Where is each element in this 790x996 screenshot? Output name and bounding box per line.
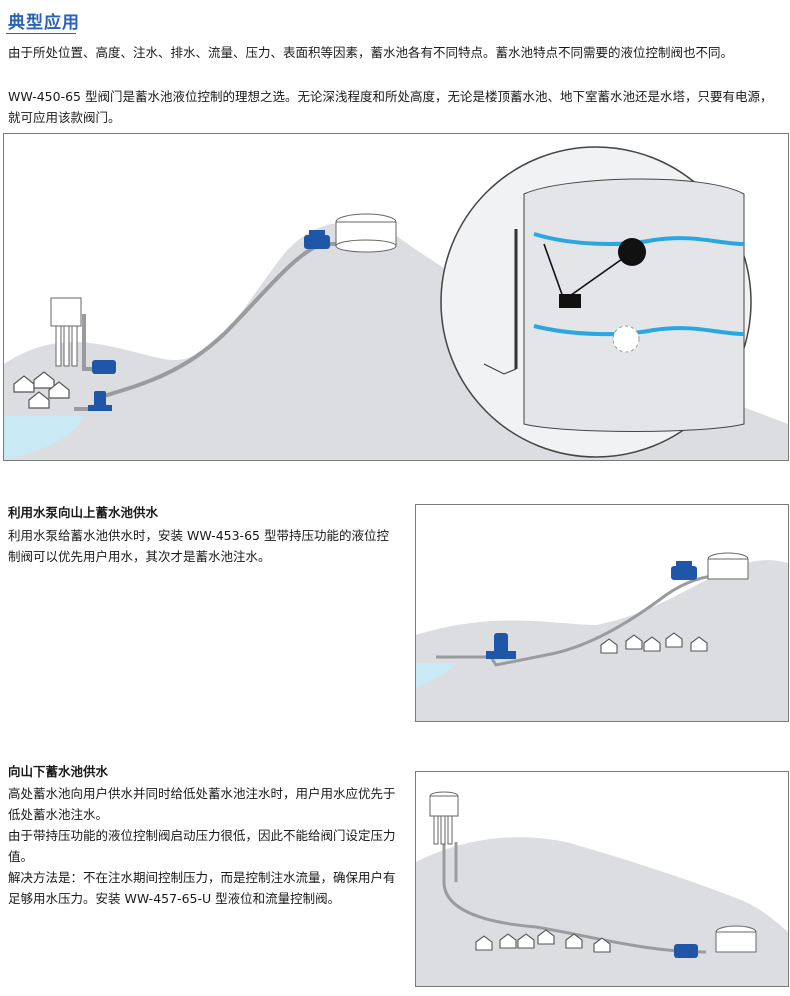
section-text-pump: 利用水泵给蓄水池供水时，安装 WW-453-65 型带持压功能的液位控制阀可以优… [8, 528, 389, 564]
page-title: 典型应用 [8, 13, 80, 33]
houses-group [475, 929, 611, 953]
overview-illustration [3, 133, 789, 461]
intro-paragraph: 由于所处位置、高度、注水、排水、流量、压力、表面积等因素，蓄水池各有不同特点。蓄… [8, 45, 734, 60]
intro-paragraph-2: WW-450-65 型阀门是蓄水池液位控制的理想之选。无论深浅程度和所处高度，无… [8, 89, 773, 125]
valve-icon [674, 944, 698, 958]
section-text-downhill-1: 高处蓄水池向用户供水并同时给低处蓄水池注水时，用户用水应优先于低处蓄水池注水。 [8, 786, 396, 822]
section-heading-downhill: 向山下蓄水池供水 [8, 764, 109, 779]
houses-group [600, 632, 708, 654]
reservoir-tank-icon [335, 213, 397, 253]
valve-icon [671, 561, 697, 580]
section-text-downhill: 高处蓄水池向用户供水并同时给低处蓄水池注水时，用户用水应优先于低处蓄水池注水。 … [8, 783, 398, 909]
water-pond [4, 416, 84, 460]
section-text-downhill-2: 由于带持压功能的液位控制阀启动压力很低，因此不能给阀门设定压力值。 [8, 828, 396, 864]
pump-icon [88, 391, 112, 411]
reservoir-detail-zoom [440, 146, 752, 458]
title-underline [6, 33, 76, 34]
pipe-line [74, 242, 342, 411]
pump-icon [486, 633, 516, 659]
valve-icon [92, 360, 116, 374]
houses-group [13, 371, 70, 409]
downhill-illustration [415, 771, 789, 987]
reservoir-tank-icon [707, 552, 749, 580]
reservoir-tank-icon [715, 925, 757, 953]
pump-illustration [415, 504, 789, 722]
valve-icon [304, 230, 330, 249]
water-tower-icon [429, 791, 459, 845]
section-text-downhill-3: 解决方法是：不在注水期间控制压力，而是控制注水流量，确保用户有足够用水压力。安装… [8, 870, 396, 906]
section-heading-pump: 利用水泵向山上蓄水池供水 [8, 505, 159, 520]
water-tower-icon [50, 297, 82, 367]
